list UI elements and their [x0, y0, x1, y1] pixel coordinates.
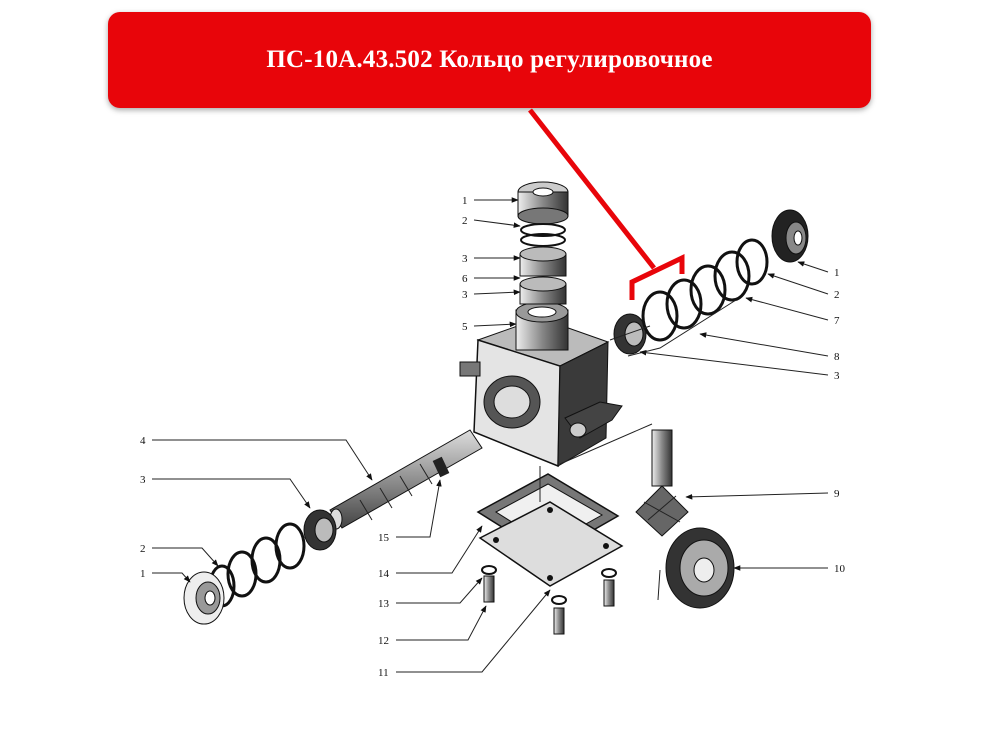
- label-right-1: 1: [834, 267, 840, 279]
- label-top-3b: 3: [462, 289, 468, 301]
- label-right-2: 2: [834, 289, 840, 301]
- label-bot-14: 14: [378, 568, 390, 580]
- title-banner: ПС-10А.43.502 Кольцо регулировочное: [108, 12, 871, 108]
- label-right-10: 10: [834, 563, 846, 575]
- input-shaft: [329, 429, 483, 530]
- bolt-1: [483, 575, 495, 603]
- key: [432, 456, 450, 478]
- right-bearing: [613, 313, 647, 355]
- left-bearing: [303, 509, 337, 551]
- leader-lines: [152, 197, 829, 673]
- label-top-1: 1: [462, 195, 468, 207]
- label-top-3a: 3: [462, 253, 468, 265]
- washer-2: [601, 568, 617, 578]
- top-bearing: [519, 246, 567, 277]
- bevel-gear: [665, 527, 735, 609]
- bolt-2: [603, 579, 615, 607]
- right-flange: [771, 209, 809, 263]
- label-bot-13: 13: [378, 598, 390, 610]
- label-bot-12: 12: [378, 635, 389, 647]
- label-left-4: 4: [140, 435, 146, 447]
- label-top-2: 2: [462, 215, 468, 227]
- pinion-gear: [635, 429, 689, 537]
- top-bearing-2: [519, 276, 567, 305]
- label-right-3: 3: [834, 370, 840, 382]
- label-top-6: 6: [462, 273, 468, 285]
- bolt-3: [553, 607, 565, 635]
- label-right-7: 7: [834, 315, 840, 327]
- assembly-lines: [539, 299, 737, 601]
- label-bot-15: 15: [378, 532, 390, 544]
- label-top-5: 5: [462, 321, 468, 333]
- cover-plate: [478, 501, 624, 587]
- callout-pointer: [528, 108, 685, 300]
- label-right-8: 8: [834, 351, 840, 363]
- label-left-2: 2: [140, 543, 146, 555]
- top-shims: [520, 223, 566, 247]
- banner-title: ПС-10А.43.502 Кольцо регулировочное: [266, 46, 713, 73]
- part-labels: 1 2 3 6 3 5 1 2 7 8 3 9 10 4 3 2 1 15 14…: [140, 195, 846, 679]
- label-bot-11: 11: [378, 667, 389, 679]
- washer-1: [481, 565, 497, 575]
- label-right-9: 9: [834, 488, 840, 500]
- label-left-3: 3: [140, 474, 146, 486]
- top-flange: [517, 181, 569, 225]
- adjusting-rings: [641, 238, 769, 342]
- washer-3: [551, 595, 567, 605]
- label-left-1: 1: [140, 568, 146, 580]
- left-flange: [183, 571, 225, 625]
- gearbox-housing: [459, 301, 623, 468]
